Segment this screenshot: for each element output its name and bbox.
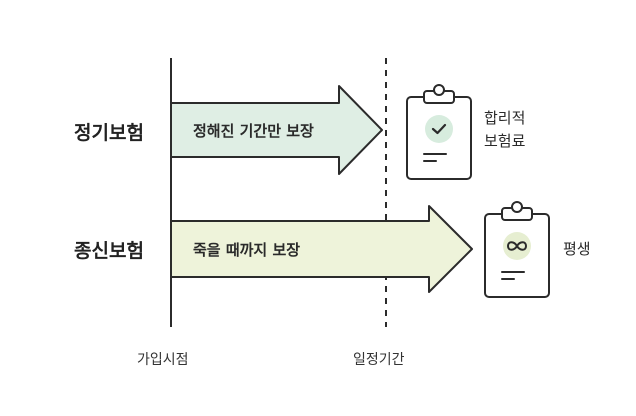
term-coverage-arrow xyxy=(170,85,383,175)
term-insurance-title: 정기보험 xyxy=(74,122,144,144)
whole-life-result-line-1: 평생 xyxy=(563,240,591,258)
clipboard-infinity-icon xyxy=(484,201,550,298)
clipboard-check-icon xyxy=(406,84,472,180)
infinity-icon xyxy=(507,241,527,251)
whole-life-result-label: 평생 xyxy=(563,238,591,261)
checkmark-badge xyxy=(425,115,453,143)
whole-life-coverage-arrow xyxy=(170,205,473,293)
period-label: 일정기간 xyxy=(353,352,405,368)
term-result-line-2: 보험료 xyxy=(484,132,526,150)
checkmark-icon xyxy=(431,123,447,135)
term-result-label: 합리적 보험료 xyxy=(484,107,525,153)
term-result-line-1: 합리적 xyxy=(484,109,526,127)
term-coverage-text: 정해진 기간만 보장 xyxy=(193,122,314,140)
start-point-label: 가입시점 xyxy=(137,352,189,368)
whole-life-coverage-text: 죽을 때까지 보장 xyxy=(193,241,301,259)
whole-life-insurance-title: 종신보험 xyxy=(74,240,144,262)
